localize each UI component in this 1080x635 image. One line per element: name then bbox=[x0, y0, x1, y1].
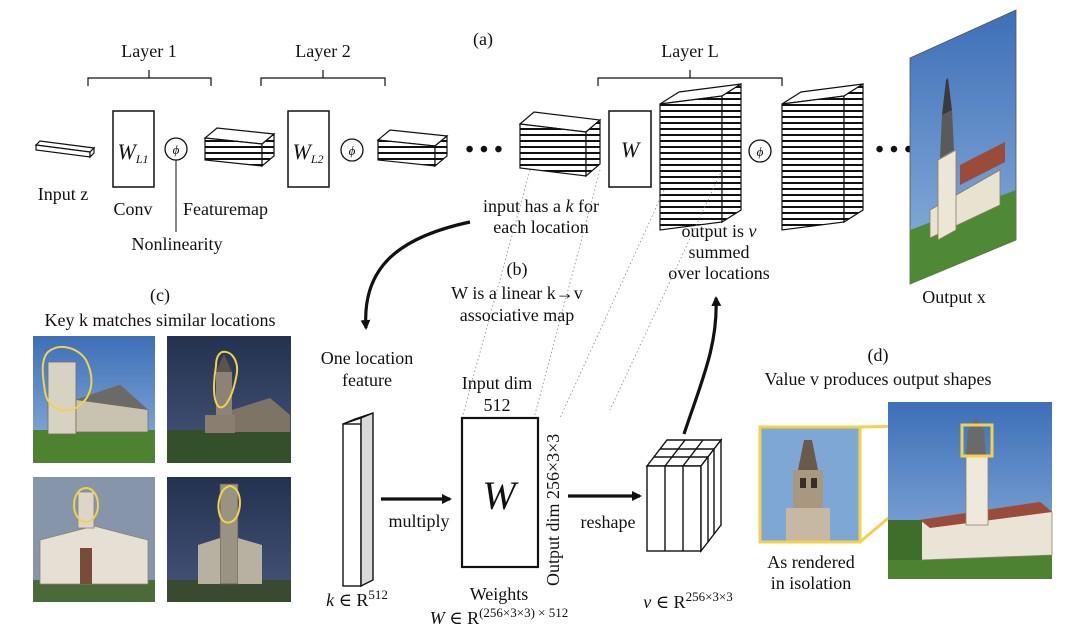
multiply-label: multiply bbox=[388, 511, 449, 531]
as-rendered-line-1: As rendered bbox=[767, 552, 854, 572]
isolated-render-image bbox=[758, 425, 862, 544]
panel-c-tag: (c) bbox=[150, 285, 170, 306]
weight-matrix-box bbox=[460, 416, 540, 569]
layer-2-label: Layer 2 bbox=[295, 41, 350, 61]
w-layer-l-label: W bbox=[621, 137, 641, 162]
w-l2-box bbox=[287, 110, 330, 188]
phi-label-1: ϕ bbox=[173, 142, 180, 157]
input-dim-line-2: 512 bbox=[484, 395, 511, 415]
output-x-label: Output x bbox=[922, 287, 986, 307]
church-photo-4 bbox=[167, 477, 291, 602]
v-tensor-cube bbox=[645, 437, 723, 554]
dotted-guide-lines bbox=[461, 169, 723, 419]
featuremap-block-1 bbox=[203, 127, 276, 168]
phi-label-2: ϕ bbox=[349, 143, 356, 158]
phi-label-3: ϕ bbox=[757, 144, 764, 159]
output-is-v-line-2: summed bbox=[689, 242, 750, 262]
phi-node-2 bbox=[340, 138, 364, 162]
w-layer-l-box bbox=[608, 110, 652, 188]
w-l1-label: WL1 bbox=[117, 139, 148, 166]
layer-l-label: Layer L bbox=[661, 41, 718, 61]
one-location-line-2: feature bbox=[342, 370, 392, 390]
output-is-v-line-1: output is v bbox=[681, 221, 756, 241]
reshape-label: reshape bbox=[581, 512, 636, 532]
weights-label: Weights bbox=[470, 584, 529, 604]
layer-1-bracket bbox=[87, 70, 212, 86]
panel-b-line-2: associative map bbox=[460, 305, 574, 325]
output-x-image bbox=[909, 9, 1017, 285]
w-dimension-label: W ∈ R(256×3×3) × 512 bbox=[430, 605, 569, 628]
k-dimension-label: k ∈ R512 bbox=[326, 587, 388, 610]
nonlinearity-label: Nonlinearity bbox=[132, 234, 223, 254]
layer-1-label: Layer 1 bbox=[121, 41, 176, 61]
featuremap-block-2 bbox=[376, 129, 449, 168]
church-photo-2 bbox=[167, 336, 291, 463]
highlight-outline-1 bbox=[41, 345, 93, 412]
conv-label: Conv bbox=[113, 199, 152, 219]
church-photo-3 bbox=[33, 477, 155, 602]
output-church-photo bbox=[888, 402, 1053, 579]
layer-2-bracket bbox=[260, 70, 386, 86]
highlight-outline-3 bbox=[73, 487, 99, 523]
panel-c-caption: Key k matches similar locations bbox=[45, 310, 276, 330]
w-l2-label: WL2 bbox=[292, 139, 323, 166]
location-feature-arrow bbox=[360, 220, 471, 330]
as-rendered-line-2: in isolation bbox=[771, 573, 852, 593]
highlight-outline-2 bbox=[213, 350, 238, 409]
one-location-line-1: One location bbox=[321, 348, 413, 368]
panel-d-caption: Value v produces output shapes bbox=[765, 369, 992, 389]
phi-node-3 bbox=[748, 139, 772, 163]
summed-output-arrow bbox=[682, 296, 722, 435]
k-vector bbox=[342, 411, 374, 588]
input-has-k-line-1: input has a k for bbox=[483, 196, 599, 216]
church-photo-1 bbox=[33, 336, 155, 463]
v-dimension-label: v ∈ R256×3×3 bbox=[643, 589, 733, 612]
input-z-tensor bbox=[34, 140, 96, 159]
highlight-outline-4 bbox=[217, 484, 241, 524]
output-is-v-line-3: over locations bbox=[668, 263, 769, 283]
panel-b-line-1: W is a linear k→v bbox=[451, 283, 583, 303]
output-featuremap-block-1 bbox=[659, 82, 742, 231]
panel-a-tag: (a) bbox=[473, 29, 493, 50]
output-featuremap-block-2 bbox=[781, 82, 864, 231]
ellipsis-1: • • • bbox=[465, 137, 502, 163]
ellipsis-2: • • • bbox=[875, 137, 912, 163]
featuremap-label: Featuremap bbox=[183, 199, 268, 219]
panel-d-tag: (d) bbox=[868, 345, 889, 366]
input-dim-line-1: Input dim bbox=[462, 373, 533, 393]
featuremap-block-3 bbox=[518, 111, 602, 178]
layer-l-bracket bbox=[597, 70, 783, 86]
weight-matrix-symbol: W bbox=[482, 473, 519, 518]
input-z-label: Input z bbox=[38, 184, 88, 204]
w-l1-box bbox=[112, 110, 155, 188]
panel-b-tag: (b) bbox=[507, 259, 528, 280]
input-has-k-line-2: each location bbox=[493, 217, 588, 237]
output-dim-label: Output dim 256×3×3 bbox=[543, 434, 563, 586]
